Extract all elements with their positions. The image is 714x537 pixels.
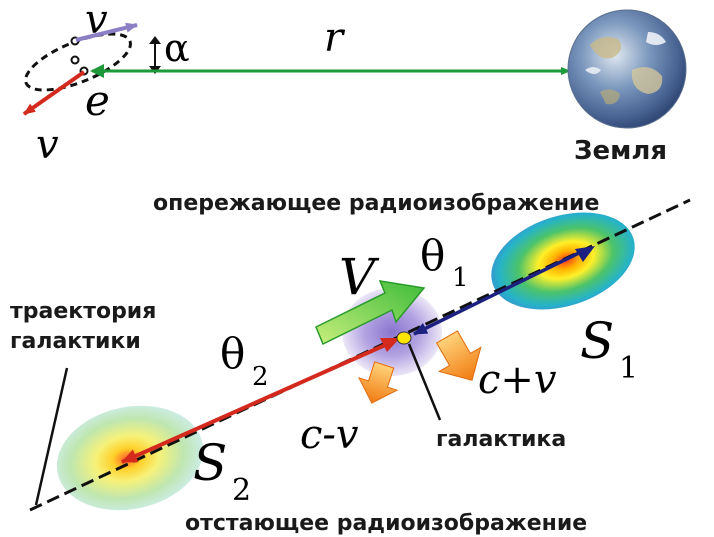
s2-label: S (193, 434, 227, 492)
theta2-label: θ (220, 329, 245, 378)
earth-globe (567, 9, 687, 129)
earth-label: Земля (574, 136, 667, 166)
s2-sub: 2 (232, 473, 251, 508)
s1-sub: 1 (619, 351, 638, 386)
galaxy-core (396, 331, 412, 345)
angle-label: α (164, 26, 190, 70)
leading-image-caption: опережающее радиоизображение (153, 191, 599, 216)
theta2-sub: 2 (252, 362, 269, 392)
electron-orbit (24, 32, 132, 92)
electron-label: e (85, 76, 110, 125)
distance-arrow-start (90, 64, 104, 78)
emission-arrow-right (435, 330, 482, 381)
s1-label: S (580, 312, 614, 370)
velocity-arrow-left (22, 70, 86, 116)
leading-ray-arrow (413, 249, 584, 336)
velocity-arrow-top (75, 22, 138, 42)
velocity-label-top: v (85, 0, 108, 43)
orbit-point (70, 55, 80, 65)
galaxy-pointer (407, 343, 442, 421)
trailing-ray-arrow-start (380, 338, 400, 352)
trajectory-caption-line1: траектория (10, 299, 156, 324)
velocity-label-left: v (36, 122, 59, 168)
trajectory-pointer (34, 367, 69, 506)
trailing-ray-arrow (121, 340, 393, 464)
angle-arrowhead-up (149, 36, 161, 44)
theta1-label: θ (420, 231, 445, 280)
galaxy-velocity-arrow (315, 280, 426, 346)
galaxy-caption: галактика (436, 427, 566, 452)
galaxy-velocity-label: V (339, 248, 380, 306)
theta1-sub: 1 (452, 263, 469, 293)
leading-ray-arrow-start (575, 246, 595, 262)
c-plus-v-label: c+v (478, 357, 557, 403)
trailing-image-caption: отстающее радиоизображение (185, 511, 587, 536)
distance-label: r (324, 15, 346, 61)
emission-arrow-left (357, 361, 399, 404)
trajectory-caption-line2: галактики (10, 329, 141, 354)
c-minus-v-label: c-v (300, 412, 359, 458)
